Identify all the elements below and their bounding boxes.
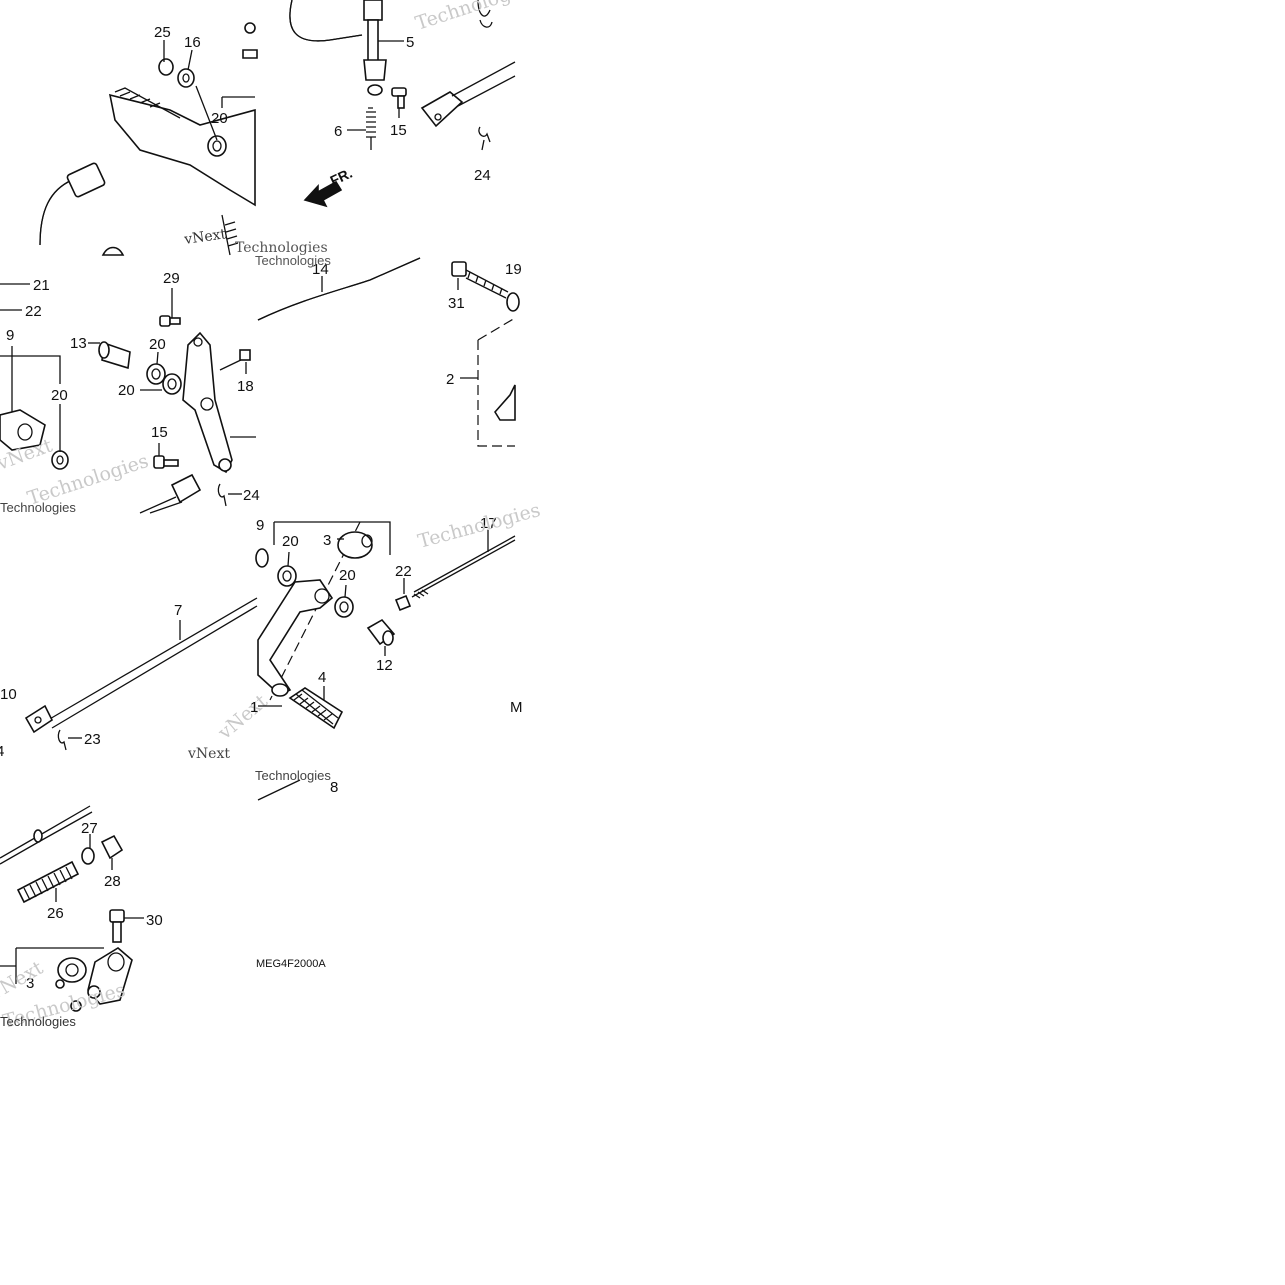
callout-25: 25 [154,24,171,41]
nut-icon [394,594,412,612]
callout-22: 22 [395,563,412,580]
callout-1: 1 [250,699,258,716]
bolt-icon [244,22,256,34]
washer-icon [177,68,195,88]
stop-switch-icon [363,0,383,21]
diagram-code: MEG4F2000A [256,958,326,970]
callout-31: 31 [448,295,465,312]
clevis-icon [24,704,54,734]
pedal-rubber-icon [288,687,344,730]
callout-3: 3 [323,532,331,549]
callout-28: 28 [104,873,121,890]
panel-shift-rod: 27 28 26 30 3 vNext Technologies Technol… [0,805,326,1033]
callout-18: 18 [237,378,254,395]
bolt-icon [451,261,467,277]
watermark: Technologies [0,1014,76,1029]
panel-brake-rod: 14 Technologies 31 19 2 [255,253,522,447]
callout-5: 5 [406,34,414,51]
panel-brake-arm: 21 22 9 20 13 20 20 29 [0,270,260,515]
watermark: Technologies [0,500,76,515]
clevis-icon [170,473,202,504]
callout-12: 12 [376,657,393,674]
callout-13: 13 [70,335,87,352]
brake-arm-icon [0,409,46,451]
callout-29: 29 [163,270,180,287]
callout-7: 7 [174,602,182,619]
joint-icon [81,847,95,865]
watermark: Technologies [413,0,539,35]
callout-24: 24 [243,487,260,504]
callout-16: 16 [184,34,201,51]
callout-23: 23 [84,731,101,748]
cotter-icon [158,58,174,76]
callout-number: 3 [26,975,34,992]
watermark: vNext [187,746,230,762]
nut-icon [100,834,124,860]
watermark: vNext [213,690,272,744]
callout-24: 24 [474,167,491,184]
callout-19: 19 [505,261,522,278]
callout-27: 27 [81,820,98,837]
callout-M: M [510,699,523,716]
callout-6: 6 [334,123,342,140]
watermark: Technologies [235,240,328,256]
callout-20: 20 [51,387,68,404]
cap-icon [101,246,125,256]
callout-20: 20 [211,110,228,127]
front-direction-label: FR. [328,165,355,189]
nut-icon [242,49,258,59]
callout-22: 22 [25,303,42,320]
callout-20: 20 [339,567,356,584]
callout-10: 10 [0,686,17,703]
callout-2: 2 [446,371,454,388]
panel-change-pedal: 7 10 4 23 vNext vNext 9 20 3 20 22 [0,499,543,801]
connector-icon [66,162,106,198]
watermark: Technologies [416,499,543,553]
callout-26: 26 [47,905,64,922]
clevis-icon [420,91,464,128]
callout-4: 4 [0,743,4,760]
callout-20: 20 [149,336,166,353]
watermark: vNext [0,957,47,1005]
watermark: vNext [182,226,227,248]
watermark: Technologies [255,253,331,268]
brake-link-icon [182,331,233,474]
callout-9: 9 [6,327,14,344]
callout-20: 20 [118,382,135,399]
boss-icon [57,957,87,983]
callout-8: 8 [330,779,338,796]
callout-9: 9 [256,517,264,534]
callout-17: 17 [480,515,497,532]
washer-icon [207,135,227,157]
callout-20: 20 [282,533,299,550]
callout-15: 15 [151,424,168,441]
panel-brake-pedal: 25 16 20 5 6 15 24 FR. Technologies vNe [39,0,539,256]
pivot-boss-icon [337,531,373,559]
callout-15: 15 [390,122,407,139]
callout-14: 14 [312,261,329,278]
brake-pedal-icon [108,93,256,207]
watermark: Technologies [255,768,331,783]
spring-icon [16,860,80,904]
bolt-icon [109,909,125,923]
callout-4: 4 [318,669,326,686]
callout-21: 21 [33,277,50,294]
front-arrow-icon [303,180,343,208]
callout-30: 30 [146,912,163,929]
